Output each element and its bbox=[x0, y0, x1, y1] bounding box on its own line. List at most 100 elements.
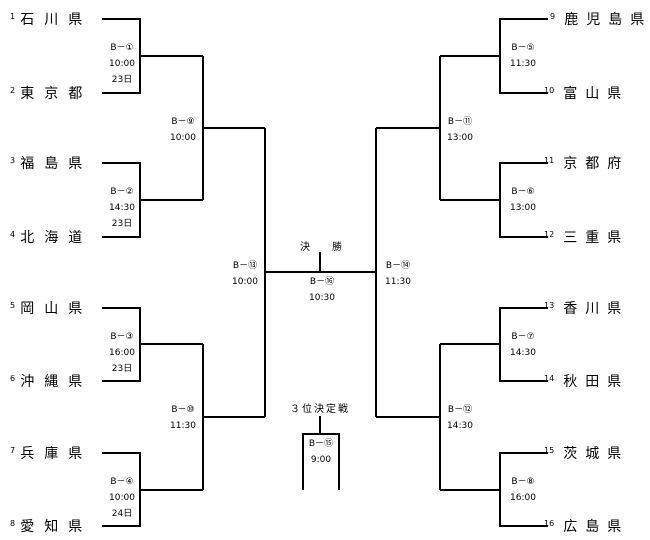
team-name: 岡山県 bbox=[20, 301, 83, 317]
match-code: B－⑦ bbox=[511, 332, 535, 342]
match-time: 16:00 bbox=[109, 348, 135, 358]
team-right-12: 12 三重県 bbox=[544, 228, 625, 246]
match-time: 10:00 bbox=[109, 59, 135, 69]
match-code: B－⑤ bbox=[511, 43, 535, 53]
bracket-line-b9 bbox=[202, 56, 265, 200]
bracket-line-b2 bbox=[102, 162, 203, 238]
team-number: 13 bbox=[544, 301, 555, 310]
team-number: 10 bbox=[544, 86, 555, 95]
match-b4: B－④ 10:00 24日 bbox=[104, 474, 140, 522]
team-name: 富山県 bbox=[563, 86, 622, 102]
team-number: 3 bbox=[10, 156, 16, 165]
match-code: B－⑨ bbox=[171, 117, 195, 127]
match-code: B－⑫ bbox=[447, 405, 473, 415]
team-number: 14 bbox=[544, 374, 555, 383]
bracket-line-b5 bbox=[440, 18, 548, 94]
match-time: 10:00 bbox=[232, 277, 258, 287]
match-day: 23日 bbox=[111, 364, 133, 374]
match-time: 10:30 bbox=[309, 293, 335, 303]
match-b15: B－⑮ 9:00 bbox=[304, 436, 338, 468]
team-right-13: 13 香川県 bbox=[544, 299, 625, 317]
match-code: B－① bbox=[110, 43, 134, 53]
team-name: 東京都 bbox=[20, 86, 83, 102]
match-time: 10:00 bbox=[109, 493, 135, 503]
match-b6: B－⑥ 13:00 bbox=[502, 184, 544, 216]
match-b16: B－⑯ 10:30 bbox=[300, 274, 344, 306]
match-code: B－⑭ bbox=[385, 261, 411, 271]
match-time: 10:00 bbox=[170, 133, 196, 143]
team-left-6: 6 沖縄県 bbox=[10, 372, 92, 390]
bracket-line-b8 bbox=[440, 452, 548, 527]
team-number: 15 bbox=[544, 446, 555, 455]
bracket-line-b12 bbox=[376, 344, 441, 490]
team-number: 8 bbox=[10, 519, 16, 528]
match-code: B－④ bbox=[110, 477, 134, 487]
match-b5: B－⑤ 11:30 bbox=[502, 40, 544, 72]
team-right-14: 14 秋田県 bbox=[544, 372, 625, 390]
bracket-line-b1 bbox=[102, 18, 203, 94]
team-left-8: 8 愛知県 bbox=[10, 517, 92, 535]
match-code: B－⑥ bbox=[511, 187, 535, 197]
team-number: 16 bbox=[544, 519, 555, 528]
bracket-line-b4 bbox=[102, 452, 203, 527]
team-right-15: 15 茨城県 bbox=[544, 444, 625, 462]
third-place-title: ３位決定戦 bbox=[290, 404, 350, 415]
match-b14: B－⑭ 11:30 bbox=[378, 258, 418, 290]
match-b3: B－③ 16:00 23日 bbox=[104, 329, 140, 377]
match-b1: B－① 10:00 23日 bbox=[104, 40, 140, 88]
match-time: 16:00 bbox=[510, 493, 536, 503]
match-time: 13:00 bbox=[447, 133, 473, 143]
team-name: 兵庫県 bbox=[20, 446, 83, 462]
team-number: 12 bbox=[544, 230, 555, 239]
match-time: 11:30 bbox=[385, 277, 411, 287]
match-code: B－② bbox=[110, 187, 134, 197]
team-right-9: 9 鹿児島県 bbox=[550, 10, 648, 28]
bracket-line-b10 bbox=[202, 344, 265, 490]
match-time: 11:30 bbox=[510, 59, 536, 69]
team-number: 4 bbox=[10, 230, 16, 239]
match-b2: B－② 14:30 23日 bbox=[104, 184, 140, 232]
team-name: 福島県 bbox=[20, 156, 83, 172]
team-right-16: 16 広島県 bbox=[544, 517, 625, 535]
team-number: 7 bbox=[10, 446, 16, 455]
team-left-7: 7 兵庫県 bbox=[10, 444, 92, 462]
team-name: 香川県 bbox=[563, 301, 622, 317]
team-left-4: 4 北海道 bbox=[10, 228, 92, 246]
team-name: 秋田県 bbox=[563, 374, 622, 390]
team-name: 鹿児島県 bbox=[564, 12, 645, 28]
match-code: B－⑮ bbox=[308, 439, 334, 449]
team-number: 1 bbox=[10, 12, 16, 21]
match-time: 11:30 bbox=[170, 421, 196, 431]
bracket-line-b13 bbox=[264, 128, 376, 417]
match-day: 23日 bbox=[111, 219, 133, 229]
team-number: 2 bbox=[10, 86, 16, 95]
team-number: 11 bbox=[544, 156, 555, 165]
match-b12: B－⑫ 14:30 bbox=[440, 402, 480, 434]
team-name: 茨城県 bbox=[563, 446, 622, 462]
team-left-1: 1 石川県 bbox=[10, 10, 92, 28]
match-time: 14:30 bbox=[109, 203, 135, 213]
match-b13: B－⑬ 10:00 bbox=[224, 258, 266, 290]
match-time: 13:00 bbox=[510, 203, 536, 213]
team-name: 京都府 bbox=[563, 156, 622, 172]
bracket-line-b11 bbox=[376, 56, 441, 200]
team-name: 沖縄県 bbox=[20, 374, 83, 390]
match-b8: B－⑧ 16:00 bbox=[502, 474, 544, 506]
match-b10: B－⑩ 11:30 bbox=[162, 402, 204, 434]
team-name: 広島県 bbox=[563, 519, 622, 535]
match-b7: B－⑦ 14:30 bbox=[502, 329, 544, 361]
bracket-line-b7 bbox=[440, 307, 548, 382]
team-name: 北海道 bbox=[20, 230, 83, 246]
team-name: 石川県 bbox=[20, 12, 83, 28]
bracket-line-b6 bbox=[440, 162, 548, 238]
match-code: B－③ bbox=[110, 332, 134, 342]
match-code: B－⑬ bbox=[232, 261, 258, 271]
team-number: 6 bbox=[10, 374, 16, 383]
match-time: 9:00 bbox=[310, 455, 332, 465]
bracket-line-b3 bbox=[102, 307, 203, 382]
match-b11: B－⑪ 13:00 bbox=[440, 114, 480, 146]
match-code: B－⑧ bbox=[511, 477, 535, 487]
match-code: B－⑪ bbox=[447, 117, 473, 127]
match-b9: B－⑨ 10:00 bbox=[162, 114, 204, 146]
